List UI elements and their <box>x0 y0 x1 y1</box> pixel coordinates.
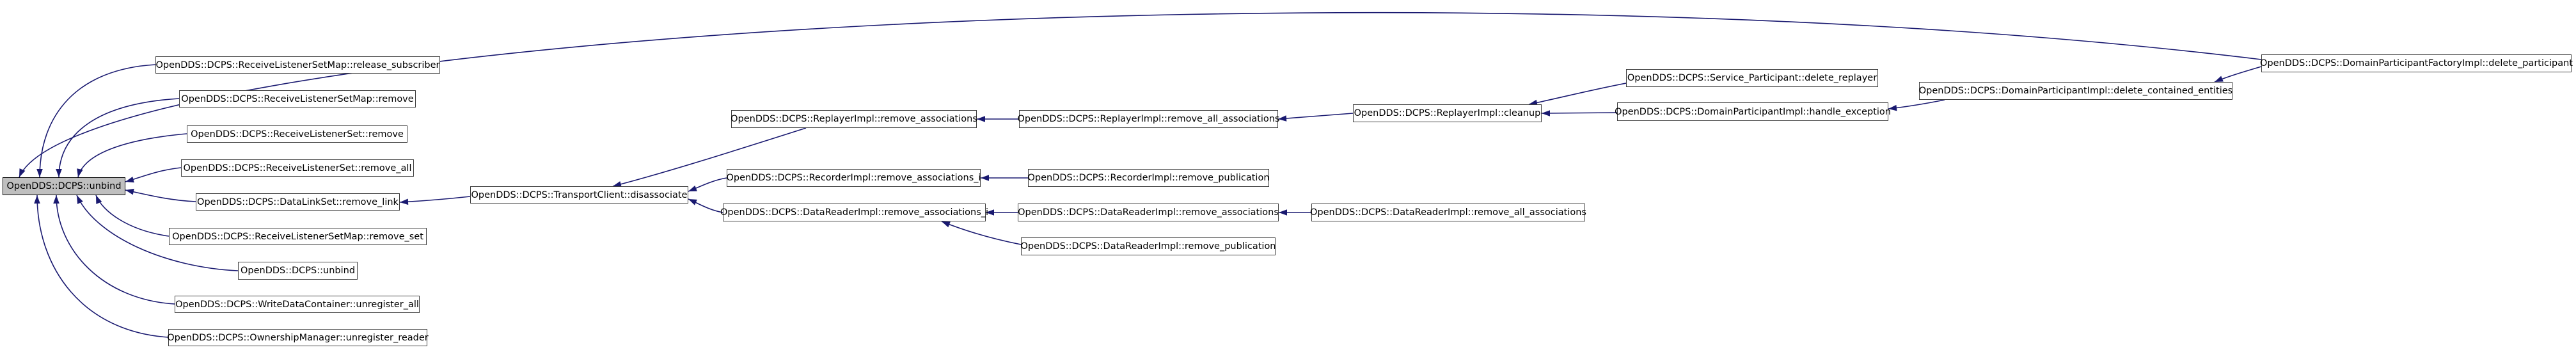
graph-node-label: OpenDDS::DCPS::RecorderImpl::remove_asso… <box>726 173 981 183</box>
arrowhead-icon <box>125 176 134 183</box>
graph-node-label: OpenDDS::DCPS::ReceiveListenerSet::remov… <box>183 163 412 173</box>
graph-node-datareader_remove_associations_i[interactable]: OpenDDS::DCPS::DataReaderImpl::remove_as… <box>720 204 989 221</box>
graph-node-label: OpenDDS::DCPS::DomainParticipantImpl::de… <box>1918 86 2233 96</box>
graph-node-label: OpenDDS::DCPS::ReceiveListenerSetMap::re… <box>181 93 414 104</box>
arrowhead-icon <box>77 195 83 204</box>
call-edge-dpfi_delete_participant-to-unbind_main <box>19 12 2262 178</box>
arrowhead-icon <box>19 168 26 177</box>
arrowhead-icon <box>613 181 622 188</box>
graph-node-rlsm_remove_set[interactable]: OpenDDS::DCPS::ReceiveListenerSetMap::re… <box>169 228 427 245</box>
graph-node-rlsm_remove[interactable]: OpenDDS::DCPS::ReceiveListenerSetMap::re… <box>179 90 416 108</box>
arrowhead-icon <box>1279 209 1287 216</box>
arrowhead-icon <box>1542 110 1550 116</box>
graph-node-label: OpenDDS::DCPS::ReceiveListenerSet::remov… <box>191 129 404 140</box>
graph-node-label: OpenDDS::DCPS::RecorderImpl::remove_publ… <box>1027 173 1270 183</box>
graph-node-label: OpenDDS::DCPS::DomainParticipantFactoryI… <box>2260 58 2573 68</box>
call-edge-om_unregister_reader-to-unbind_main <box>36 195 169 338</box>
graph-node-datareader_remove_all_associations[interactable]: OpenDDS::DCPS::DataReaderImpl::remove_al… <box>1310 204 1586 221</box>
call-edge-datareader_remove_publication-to-datareader_remove_associations_i <box>941 221 1022 245</box>
arrowhead-icon <box>53 195 59 204</box>
call-edge-rlsm_remove-to-unbind_main <box>58 98 180 178</box>
graph-node-label: OpenDDS::DCPS::unbind <box>240 266 356 276</box>
graph-node-datareader_remove_associations[interactable]: OpenDDS::DCPS::DataReaderImpl::remove_as… <box>1018 204 1279 221</box>
arrowhead-icon <box>1888 104 1897 111</box>
graph-node-wdc_unregister_all[interactable]: OpenDDS::DCPS::WriteDataContainer::unreg… <box>175 296 420 313</box>
graph-node-unbind_2[interactable]: OpenDDS::DCPS::unbind <box>238 262 358 280</box>
call-edge-release_subscriber-to-unbind_main <box>39 64 156 178</box>
arrowhead-icon <box>56 169 62 177</box>
graph-node-dpfi_delete_participant[interactable]: OpenDDS::DCPS::DomainParticipantFactoryI… <box>2260 54 2573 72</box>
graph-node-release_subscriber[interactable]: OpenDDS::DCPS::ReceiveListenerSetMap::re… <box>155 56 440 74</box>
graph-node-label: OpenDDS::DCPS::ReceiveListenerSetMap::re… <box>155 60 440 70</box>
call-edge-dpi_delete_contained_entities-to-dpi_handle_exception <box>1888 99 1945 109</box>
graph-node-label: OpenDDS::DCPS::DataReaderImpl::remove_al… <box>1310 207 1586 218</box>
call-edge-rls_remove_all-to-unbind_main <box>125 167 182 182</box>
call-edge-wdc_unregister_all-to-unbind_main <box>56 195 175 305</box>
call-edge-sp_delete_replayer-to-replayer_cleanup <box>1528 83 1627 105</box>
arrowhead-icon <box>986 209 994 216</box>
arrowhead-icon <box>688 185 697 191</box>
graph-node-rls_remove[interactable]: OpenDDS::DCPS::ReceiveListenerSet::remov… <box>187 125 407 143</box>
call-edge-tc_disassociate-to-dls_remove_link <box>399 196 471 203</box>
graph-node-label: OpenDDS::DCPS::TransportClient::disassoc… <box>471 189 688 200</box>
graph-node-label: OpenDDS::DCPS::WriteDataContainer::unreg… <box>175 299 419 310</box>
graph-node-dls_remove_link[interactable]: OpenDDS::DCPS::DataLinkSet::remove_link <box>196 193 400 211</box>
graph-node-label: OpenDDS::DCPS::unbind <box>6 181 122 191</box>
call-edge-rls_remove-to-unbind_main <box>77 133 187 178</box>
arrowhead-icon <box>977 116 985 122</box>
arrowhead-icon <box>688 199 697 205</box>
arrowhead-icon <box>400 198 409 205</box>
graph-node-label: OpenDDS::DCPS::DataReaderImpl::remove_pu… <box>1020 241 1276 252</box>
graph-node-om_unregister_reader[interactable]: OpenDDS::DCPS::OwnershipManager::unregis… <box>167 329 429 346</box>
graph-node-replayer_remove_all_associations[interactable]: OpenDDS::DCPS::ReplayerImpl::remove_all_… <box>1017 110 1280 128</box>
graph-node-dpi_handle_exception[interactable]: OpenDDS::DCPS::DomainParticipantImpl::ha… <box>1615 102 1891 121</box>
graph-node-replayer_cleanup[interactable]: OpenDDS::DCPS::ReplayerImpl::cleanup <box>1353 104 1542 122</box>
arrowhead-icon <box>1278 115 1287 122</box>
graph-node-tc_disassociate[interactable]: OpenDDS::DCPS::TransportClient::disassoc… <box>470 186 688 204</box>
graph-node-rls_remove_all[interactable]: OpenDDS::DCPS::ReceiveListenerSet::remov… <box>181 159 414 177</box>
graph-node-label: OpenDDS::DCPS::OwnershipManager::unregis… <box>167 332 429 343</box>
arrowhead-icon <box>981 175 989 181</box>
arrowhead-icon <box>34 195 40 204</box>
graph-node-label: OpenDDS::DCPS::DataReaderImpl::remove_as… <box>720 207 989 218</box>
graph-node-label: OpenDDS::DCPS::ReceiveListenerSetMap::re… <box>172 231 423 242</box>
arrowhead-icon <box>1529 99 1538 106</box>
graph-node-replayer_remove_associations[interactable]: OpenDDS::DCPS::ReplayerImpl::remove_asso… <box>731 110 977 128</box>
graph-node-label: OpenDDS::DCPS::ReplayerImpl::cleanup <box>1354 108 1541 118</box>
graph-node-label: OpenDDS::DCPS::ReplayerImpl::remove_all_… <box>1017 114 1280 124</box>
graph-node-recorder_remove_publication[interactable]: OpenDDS::DCPS::RecorderImpl::remove_publ… <box>1027 169 1270 187</box>
arrowhead-icon <box>77 168 83 177</box>
graph-node-sp_delete_replayer[interactable]: OpenDDS::DCPS::Service_Participant::dele… <box>1626 69 1878 87</box>
graph-node-label: OpenDDS::DCPS::DataLinkSet::remove_link <box>197 196 399 207</box>
call-edge-replayer_remove_associations-to-tc_disassociate <box>612 127 807 187</box>
graph-node-label: OpenDDS::DCPS::DataReaderImpl::remove_as… <box>1018 207 1279 218</box>
arrowhead-icon <box>125 188 134 195</box>
graph-node-datareader_remove_publication[interactable]: OpenDDS::DCPS::DataReaderImpl::remove_pu… <box>1021 237 1276 255</box>
call-edge-dls_remove_link-to-unbind_main <box>125 189 196 202</box>
graph-node-dpi_delete_contained_entities[interactable]: OpenDDS::DCPS::DomainParticipantImpl::de… <box>1919 82 2232 100</box>
graph-node-label: OpenDDS::DCPS::Service_Participant::dele… <box>1627 73 1877 83</box>
arrowhead-icon <box>2215 76 2224 82</box>
graph-node-recorder_remove_associations_i[interactable]: OpenDDS::DCPS::RecorderImpl::remove_asso… <box>726 169 981 187</box>
arrowhead-icon <box>96 195 102 204</box>
call-edge-unbind_2-to-unbind_main <box>76 195 239 271</box>
arrowhead-icon <box>942 221 951 228</box>
graph-node-label: OpenDDS::DCPS::DomainParticipantImpl::ha… <box>1615 106 1891 117</box>
graph-node-label: OpenDDS::DCPS::ReplayerImpl::remove_asso… <box>731 114 977 124</box>
call-edge-replayer_cleanup-to-replayer_remove_all_associations <box>1277 113 1354 120</box>
arrowhead-icon <box>36 169 43 177</box>
graph-node-unbind_main: OpenDDS::DCPS::unbind <box>3 177 125 195</box>
